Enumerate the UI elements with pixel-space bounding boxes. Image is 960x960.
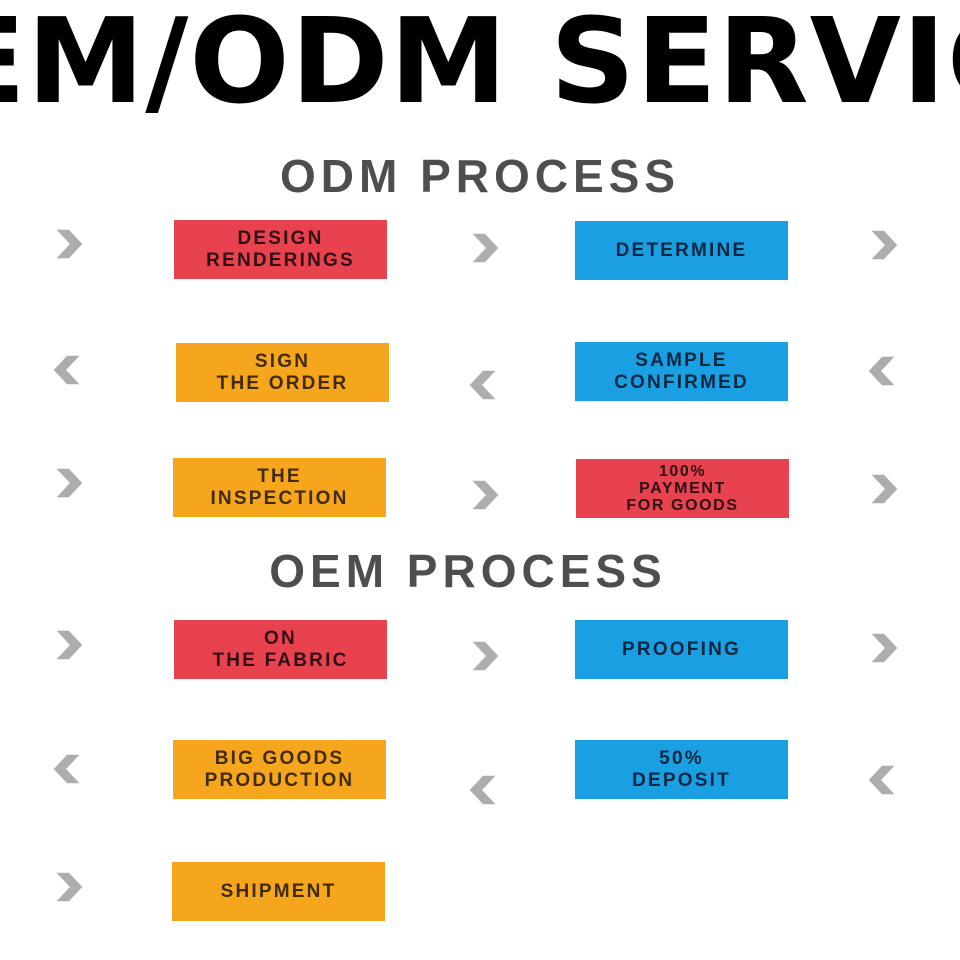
step-label: SIGN THE ORDER xyxy=(216,351,349,394)
chevron-left-icon xyxy=(49,750,87,788)
oem-step-shipment: SHIPMENT xyxy=(172,862,385,921)
chevron-right-icon xyxy=(49,626,87,664)
oem-step-proofing: PROOFING xyxy=(575,620,788,679)
chevron-right-icon xyxy=(49,464,87,502)
step-label: PROOFING xyxy=(622,638,741,660)
odm-step-sign-the-order: SIGN THE ORDER xyxy=(176,343,389,402)
chevron-left-icon xyxy=(465,771,503,809)
step-label: 100% PAYMENT FOR GOODS xyxy=(626,462,739,515)
oem-process-heading: OEM PROCESS xyxy=(269,545,667,597)
chevron-left-icon xyxy=(864,352,902,390)
odm-step-determine: DETERMINE xyxy=(575,221,788,280)
oem-step-50-deposit: 50% DEPOSIT xyxy=(575,740,788,799)
oem-step-big-goods-production: BIG GOODS PRODUCTION xyxy=(173,740,386,799)
odm-step-100-payment-for-goods: 100% PAYMENT FOR GOODS xyxy=(576,459,789,518)
odm-step-sample-confirmed: SAMPLE CONFIRMED xyxy=(575,342,788,401)
odm-process-heading: ODM PROCESS xyxy=(279,150,681,202)
chevron-left-icon xyxy=(864,761,902,799)
odm-step-design-renderings: DESIGN RENDERINGS xyxy=(174,220,387,279)
step-label: 50% DEPOSIT xyxy=(632,748,731,791)
chevron-right-icon xyxy=(465,637,503,675)
chevron-right-icon xyxy=(864,226,902,264)
step-label: ON THE FABRIC xyxy=(212,628,349,671)
step-label: DETERMINE xyxy=(615,239,748,261)
chevron-left-icon xyxy=(49,351,87,389)
step-label: SHIPMENT xyxy=(220,880,337,902)
oem-step-on-the-fabric: ON THE FABRIC xyxy=(174,620,387,679)
chevron-right-icon xyxy=(465,476,503,514)
step-label: DESIGN RENDERINGS xyxy=(206,228,355,271)
chevron-right-icon xyxy=(864,470,902,508)
odm-step-the-inspection: THE INSPECTION xyxy=(173,458,386,517)
chevron-left-icon xyxy=(465,366,503,404)
chevron-right-icon xyxy=(49,225,87,263)
step-label: SAMPLE CONFIRMED xyxy=(614,350,749,393)
chevron-right-icon xyxy=(49,868,87,906)
chevron-right-icon xyxy=(864,629,902,667)
chevron-right-icon xyxy=(465,229,503,267)
step-label: THE INSPECTION xyxy=(210,466,349,509)
step-label: BIG GOODS PRODUCTION xyxy=(204,748,355,791)
page-title: OEM/ODM SERVICE xyxy=(0,0,960,130)
